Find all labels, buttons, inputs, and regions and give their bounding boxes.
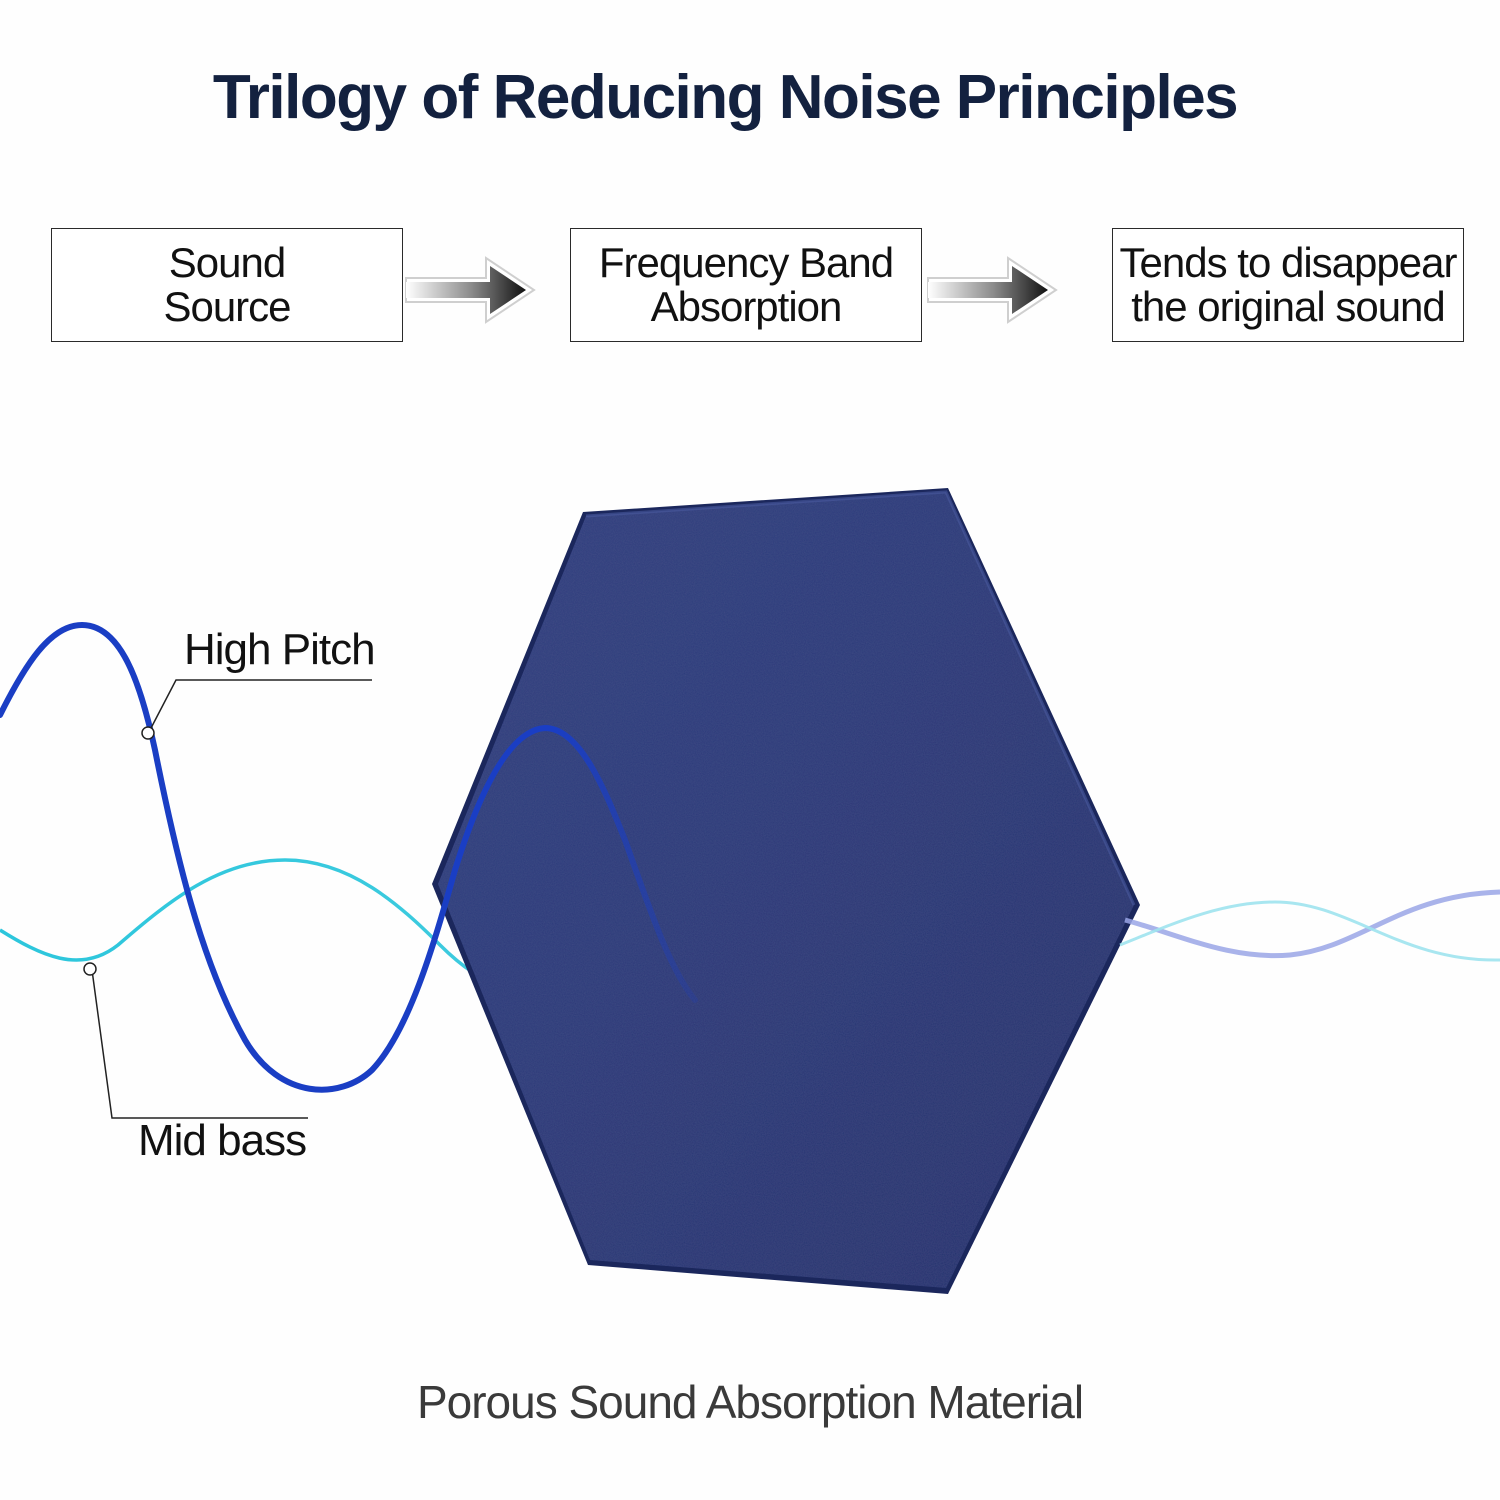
right-arrow-icon [405, 256, 536, 324]
material-caption: Porous Sound Absorption Material [416, 1376, 1084, 1428]
step-line: Source [163, 283, 291, 330]
step-box-sound-source: Sound Source [51, 228, 403, 342]
circle-pointer-icon [141, 726, 155, 740]
step-line: Sound [168, 239, 286, 286]
step-box-sound-disappears: Tends to disappear the original sound [1112, 228, 1464, 342]
page-title: Trilogy of Reducing Noise Principles [212, 63, 1239, 132]
circle-pointer-icon [83, 962, 97, 976]
high-pitch-wave [0, 621, 698, 1093]
mid-bass-leader-line [91, 969, 308, 1119]
step-box-frequency-band-absorption: Frequency Band Absorption [570, 228, 922, 342]
high-pitch-label: High Pitch [184, 625, 376, 674]
step-line: Frequency Band [598, 239, 894, 286]
high-pitch-leader-line [149, 679, 372, 731]
right-arrow-icon [927, 256, 1058, 324]
acoustic-panel-bevel [585, 490, 1136, 906]
faded-high-pitch-wave [1124, 889, 1500, 959]
step-line: Absorption [650, 283, 843, 330]
acoustic-panel [438, 492, 1134, 1288]
step-line: Tends to disappear [1119, 239, 1458, 286]
faded-mid-bass-wave [1119, 900, 1500, 962]
mid-bass-label: Mid bass [138, 1116, 307, 1165]
step-line: the original sound [1131, 283, 1446, 330]
